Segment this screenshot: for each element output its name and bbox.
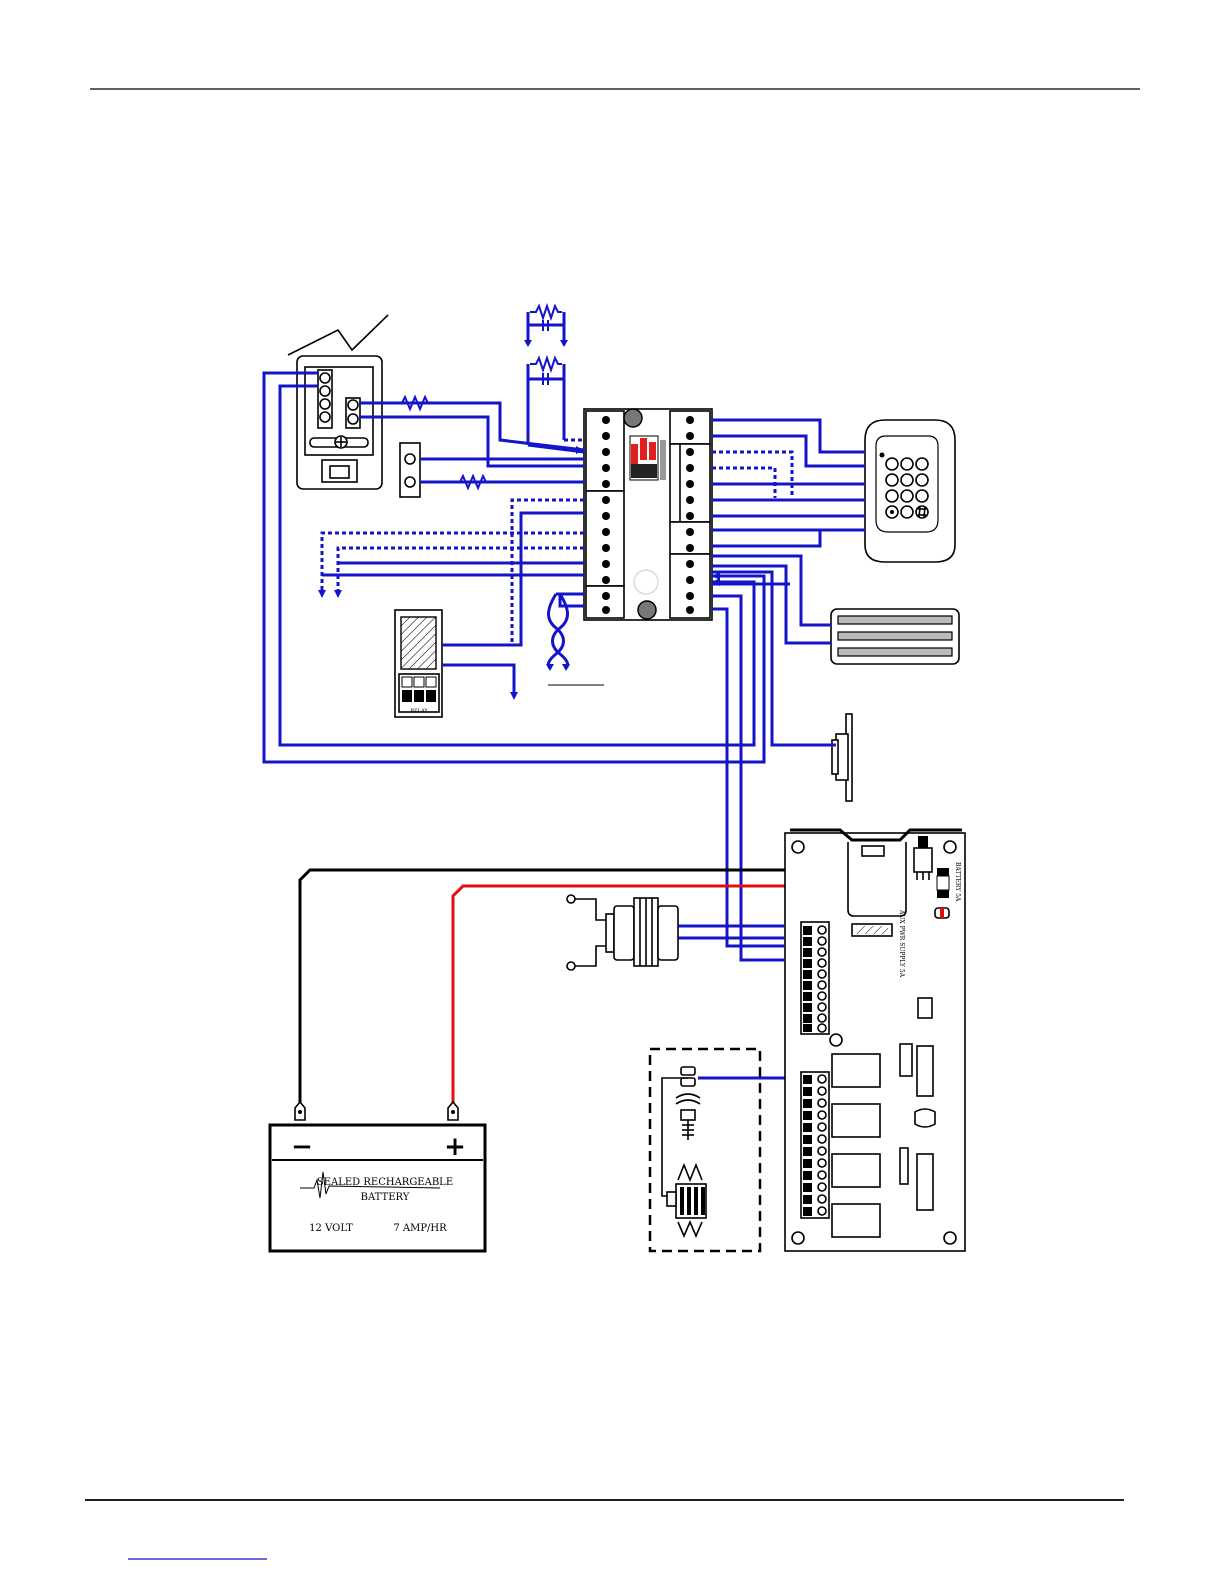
power-board-terminal-block-top bbox=[801, 922, 829, 1034]
magnetic-lock bbox=[831, 609, 959, 664]
relay-4 bbox=[832, 1204, 880, 1237]
relay-module-label: RELAY bbox=[410, 708, 428, 714]
battery-voltage: 12 VOLT bbox=[309, 1223, 353, 1234]
battery-capacity: 7 AMP/HR bbox=[393, 1223, 447, 1234]
relay-1 bbox=[832, 1054, 880, 1087]
sealed-battery: − + SEALED RECHARGEABLE BATTERY 12 VOLT … bbox=[270, 1102, 485, 1251]
transformer bbox=[567, 895, 678, 970]
controller-left-terminals bbox=[586, 411, 624, 618]
relay-2 bbox=[832, 1104, 880, 1137]
rc-suppressor-top bbox=[524, 306, 568, 347]
keypad-reader bbox=[865, 420, 955, 562]
door-contact-switch bbox=[400, 443, 420, 497]
battery-positive-terminal: + bbox=[444, 1132, 466, 1162]
relay-3 bbox=[832, 1154, 880, 1187]
request-to-exit-button bbox=[832, 714, 852, 801]
battery-negative-terminal: − bbox=[291, 1132, 313, 1162]
aux-supply-label: AUX PWR SUPPLY 5A bbox=[898, 909, 905, 978]
controller-right-terminals bbox=[670, 411, 710, 618]
relay-module: RELAY bbox=[395, 610, 442, 717]
power-board-terminal-block-relays bbox=[801, 1072, 829, 1218]
power-supply-board: BATTERY 5A AUX PWR SUPPLY 5A bbox=[785, 830, 965, 1251]
rc-suppressor-bottom bbox=[528, 358, 564, 445]
battery-fuse-label: BATTERY 5A bbox=[954, 862, 961, 902]
battery-label-line2: BATTERY bbox=[361, 1192, 410, 1203]
mounting-hole-top bbox=[624, 409, 642, 427]
battery-label-line1: SEALED RECHARGEABLE bbox=[317, 1177, 453, 1188]
access-controller-board bbox=[584, 409, 712, 620]
battery-wiring bbox=[300, 870, 788, 1104]
mounting-hole-bottom bbox=[638, 601, 656, 619]
